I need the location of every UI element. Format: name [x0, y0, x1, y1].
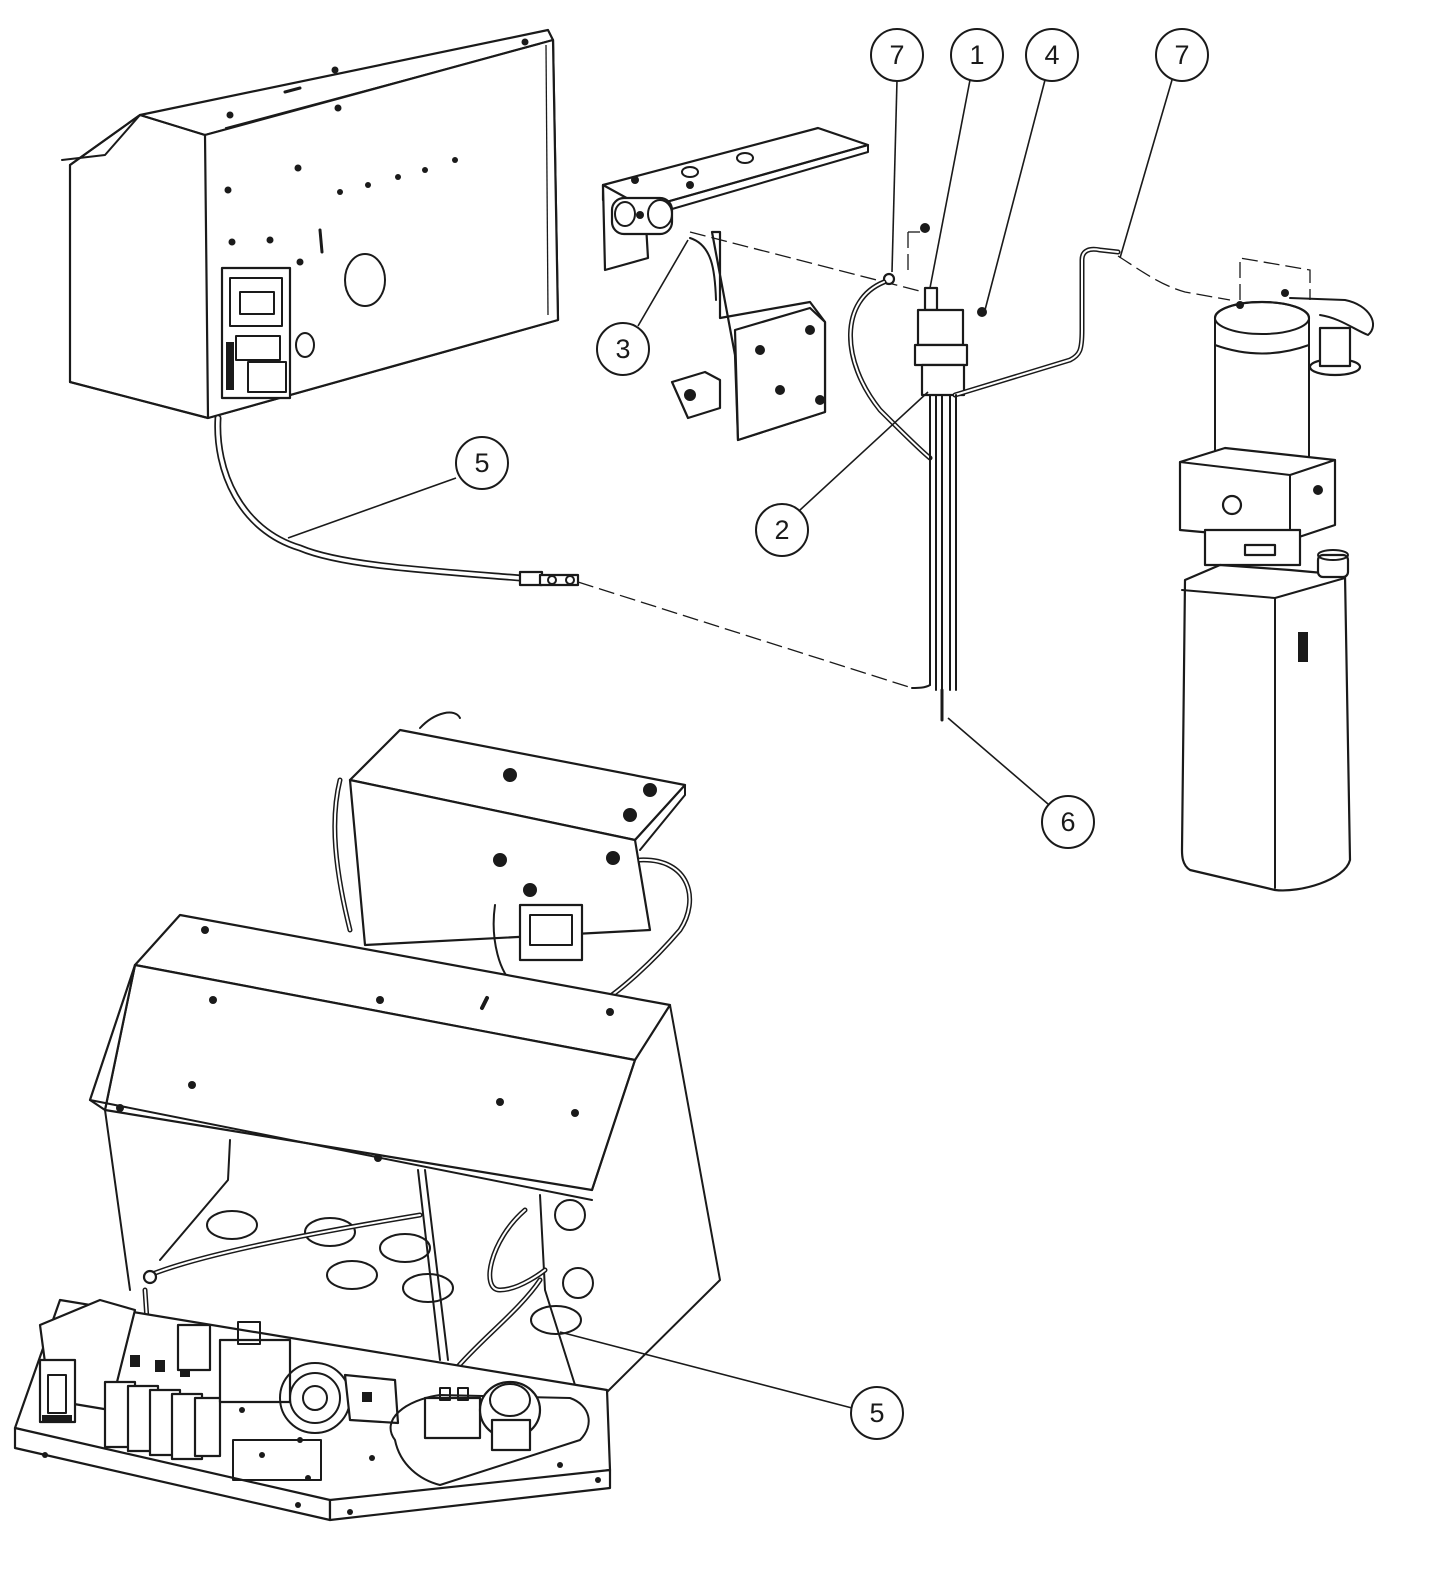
callout-7: 7 [870, 28, 924, 273]
callout-5: 5 [287, 436, 509, 539]
callout-balloon [755, 503, 809, 557]
callout-leader-line [1119, 79, 1173, 259]
callout-leader-line [637, 239, 689, 327]
callout-3: 3 [596, 239, 689, 376]
callout-balloon [1025, 28, 1079, 82]
callout-number: 2 [774, 515, 789, 545]
control-enclosure-bottom [13, 711, 721, 1522]
callout-balloon [950, 28, 1004, 82]
callout-balloon [870, 28, 924, 82]
mounting-bracket [601, 126, 936, 442]
callout-number: 7 [889, 40, 904, 70]
callout-number: 3 [615, 334, 630, 364]
pump-dashed-line [1117, 255, 1311, 301]
callout-number: 6 [1060, 807, 1075, 837]
callout-balloon [596, 322, 650, 376]
callout-6: 6 [947, 717, 1095, 849]
callout-number: 5 [869, 1398, 884, 1428]
callout-balloon [850, 1386, 904, 1440]
callout-number: 7 [1174, 40, 1189, 70]
callout-2: 2 [755, 391, 929, 557]
callout-leader-line [929, 79, 971, 289]
callout-leader-line [947, 717, 1049, 805]
callout-number: 4 [1044, 40, 1059, 70]
hydraulic-pump [1178, 289, 1374, 892]
callout-leader-line [559, 1331, 853, 1409]
callout-leader-line [287, 477, 457, 539]
callout-number: 1 [969, 40, 984, 70]
callout-balloon [455, 436, 509, 490]
relay-harness [848, 223, 1121, 722]
callout-balloon [1041, 795, 1095, 849]
callout-5: 5 [559, 1331, 904, 1440]
callout-4: 4 [984, 28, 1079, 311]
cable-5-top [214, 414, 913, 689]
callout-1: 1 [929, 28, 1004, 289]
callout-leader-line [799, 391, 929, 511]
callout-balloon [1155, 28, 1209, 82]
callout-leader-line [984, 79, 1046, 311]
callout-leader-line [891, 79, 898, 273]
callout-layer: 7 1 4 7 3 5 2 6 5 [287, 28, 1209, 1440]
callout-7: 7 [1119, 28, 1209, 259]
control-enclosure-top [61, 28, 560, 420]
callout-number: 5 [474, 448, 489, 478]
